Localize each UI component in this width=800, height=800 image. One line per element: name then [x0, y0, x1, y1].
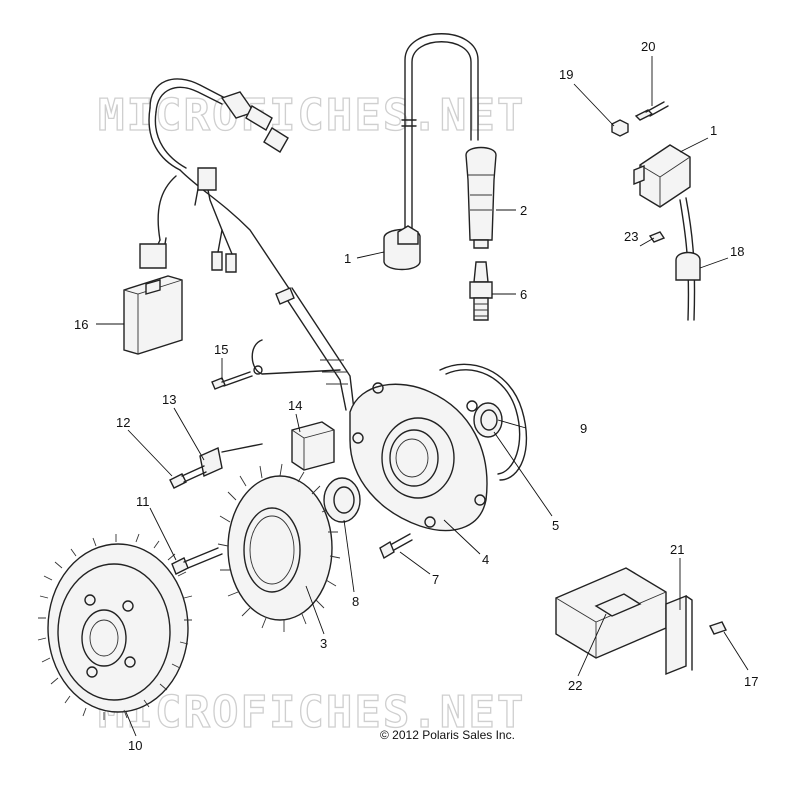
callout-17: 17: [744, 674, 758, 689]
callout-10: 10: [128, 738, 142, 753]
callout-9: 9: [580, 421, 587, 436]
gasket-9: [439, 363, 528, 481]
bolt-20: [634, 101, 669, 121]
screw-12: [169, 465, 207, 489]
callout-6: 6: [520, 287, 527, 302]
callout-5: 5: [552, 518, 559, 533]
seal-8: [323, 477, 361, 523]
callout-4: 4: [482, 552, 489, 567]
callout-11: 11: [136, 494, 150, 509]
callout-1-right: 1: [710, 123, 717, 138]
cdi-box-16: [123, 275, 183, 355]
nut-19: [611, 119, 629, 137]
bolt-7: [379, 533, 413, 560]
callout-19: 19: [559, 67, 573, 82]
spark-plug-6: [469, 261, 493, 321]
callout-18: 18: [730, 244, 744, 259]
stator-3: [217, 463, 341, 632]
callout-21: 21: [670, 542, 684, 557]
callout-15: 15: [214, 342, 228, 357]
pickup-14: [291, 421, 335, 471]
callout-23: 23: [624, 229, 638, 244]
screw-23: [648, 231, 666, 243]
plug-boot-2: [465, 146, 497, 249]
callout-13: 13: [162, 392, 176, 407]
bracket-21: [665, 594, 693, 676]
copyright-text: © 2012 Polaris Sales Inc.: [380, 728, 515, 742]
regulator-22: [555, 567, 667, 659]
leader-lines: [96, 56, 749, 737]
watermark-bottom: MICROFICHES.NET: [98, 687, 525, 738]
seal-5: [473, 402, 503, 438]
cover-4: [349, 382, 488, 532]
callout-7: 7: [432, 572, 439, 587]
callout-3: 3: [320, 636, 327, 651]
callout-2: 2: [520, 203, 527, 218]
callout-16: 16: [74, 317, 88, 332]
flywheel-10: [37, 533, 193, 720]
stator-wire: [251, 287, 355, 411]
screw-15: [211, 365, 263, 390]
callout-14: 14: [288, 398, 302, 413]
callout-8: 8: [352, 594, 359, 609]
callout-22: 22: [568, 678, 582, 693]
bolt-11: [171, 547, 223, 575]
ignition-coil-lead: [383, 33, 479, 271]
watermark-top: MICROFICHES.NET: [98, 90, 525, 141]
bracket-13: [199, 443, 263, 477]
wiring-harness: [139, 78, 291, 291]
callout-12: 12: [116, 415, 130, 430]
callout-1-center: 1: [344, 251, 351, 266]
ignition-coil-right-1: [633, 144, 696, 321]
callout-numbers: 1 2 6 20 19 1 23 18 16 15 13 12 14 9 5 1…: [74, 39, 758, 753]
callout-20: 20: [641, 39, 655, 54]
screw-17: [709, 621, 727, 635]
clamp-18: [675, 251, 701, 281]
